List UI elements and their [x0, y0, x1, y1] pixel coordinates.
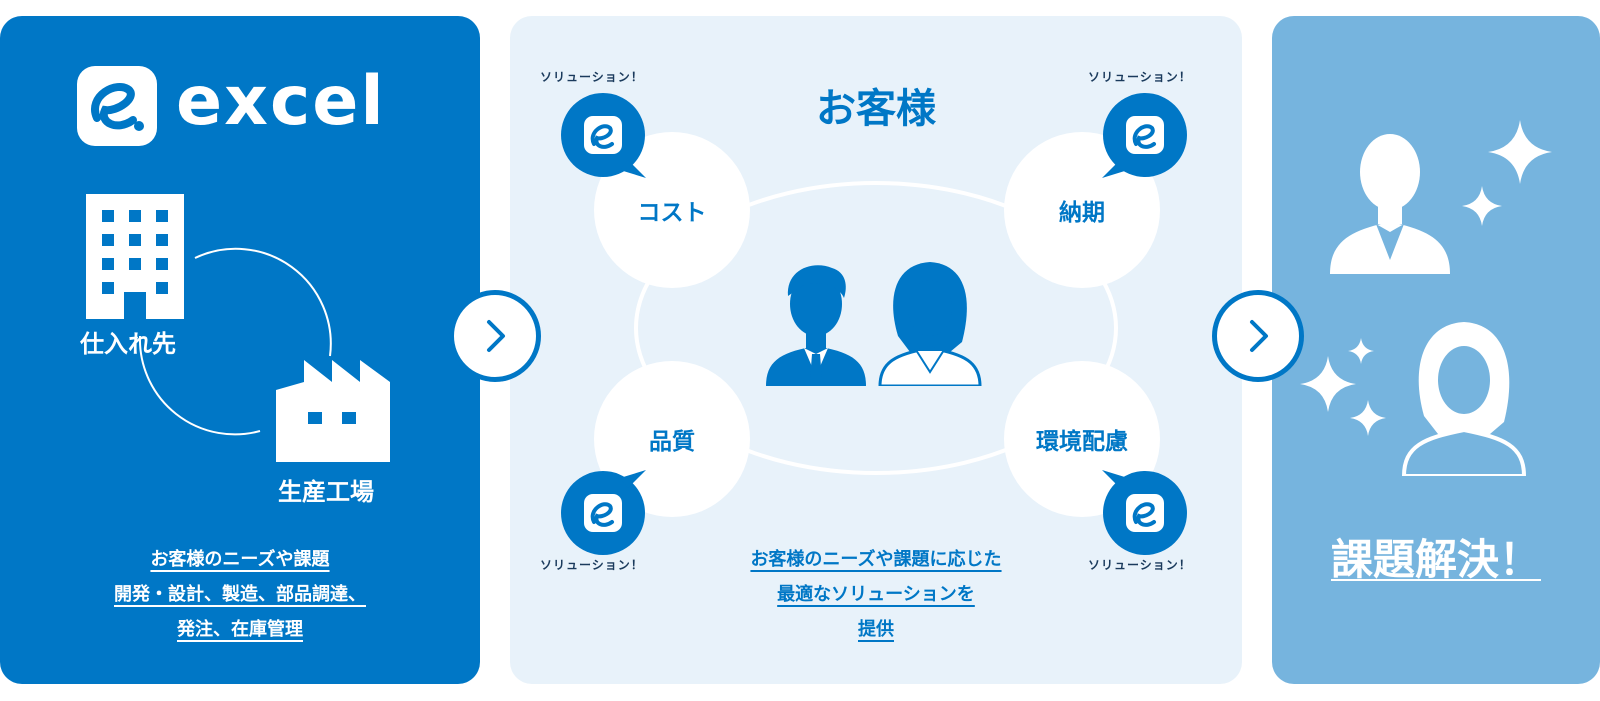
building-icon: [86, 194, 184, 319]
sparkle-icon: [1462, 186, 1502, 226]
businessman-icon: [766, 265, 866, 386]
businessman-icon: [1330, 134, 1450, 274]
next-step-button[interactable]: [449, 290, 541, 382]
topic-cost: コスト: [594, 132, 750, 288]
solution-bubble-icon: [1102, 93, 1187, 178]
center-desc-line: 最適なソリューションを: [777, 584, 975, 605]
solution-label: ソリューション！: [540, 70, 644, 84]
connection-ring: [634, 181, 1118, 475]
left-desc-line: お客様のニーズや課題: [150, 549, 330, 570]
center-desc-line: お客様のニーズや課題に応じた: [750, 549, 1002, 570]
center-description: お客様のニーズや課題に応じた 最適なソリューションを 提供: [510, 542, 1242, 647]
factory-label: 生産工場: [278, 478, 374, 506]
left-desc-line: 発注、在庫管理: [177, 619, 303, 640]
supplier-panel: excel 仕入れ先 生産工場 お客様のニーズや課題: [0, 16, 480, 684]
center-desc-line: 提供: [858, 619, 894, 640]
customer-title: お客様: [816, 86, 936, 132]
left-description: お客様のニーズや課題 開発・設計、製造、部品調達、 発注、在庫管理: [0, 542, 480, 647]
solution-bubble-icon: [1102, 470, 1187, 555]
solution-label: ソリューション！: [1088, 70, 1192, 84]
businesswoman-icon: [878, 262, 982, 386]
factory-icon: [276, 360, 390, 462]
solution-label: ソリューション！: [540, 558, 644, 572]
left-desc-line: 開発・設計、製造、部品調達、: [114, 584, 366, 605]
brand-wordmark: excel: [176, 62, 386, 141]
sparkle-icon: [1350, 400, 1386, 436]
result-label: 課題解決！: [1330, 535, 1541, 584]
next-arrow-icon: [1250, 320, 1268, 352]
next-step-button[interactable]: [1212, 290, 1304, 382]
sparkle-icon: [1300, 356, 1356, 412]
excel-logo-icon: [77, 66, 157, 146]
next-arrow-icon: [487, 320, 505, 352]
solution-bubble-icon: [561, 470, 646, 555]
result-panel: 課題解決！: [1272, 16, 1600, 684]
sparkle-icon: [1348, 338, 1374, 364]
solution-bubble-icon: [561, 93, 646, 178]
solution-label: ソリューション！: [1088, 558, 1192, 572]
supplier-label: 仕入れ先: [80, 330, 176, 358]
sparkle-icon: [1488, 120, 1552, 184]
customer-panel: お客様 コスト 納期 品質 環境配慮 ソリューション！: [510, 16, 1242, 684]
businesswoman-icon: [1401, 322, 1527, 476]
cycle-ring: [138, 247, 332, 436]
